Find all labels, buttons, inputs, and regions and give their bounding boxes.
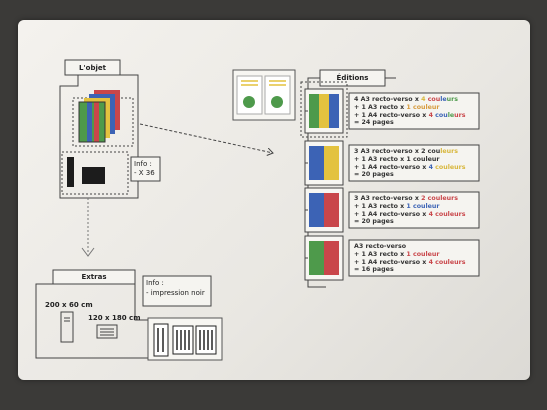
edition-description-line: = 20 pages [354, 218, 394, 225]
edition-text-segment: 1 couleur [406, 103, 440, 111]
edition-description-box [348, 191, 480, 229]
edition-text-segment: 3 A3 recto-verso x 2 cou [354, 148, 441, 155]
edition-text-segment: 4 [428, 111, 433, 119]
edition-description-line: + 1 A3 recto x 1 couleur [354, 203, 440, 210]
objet-info-line-1: Info : [134, 160, 152, 168]
objet-title-box [64, 59, 121, 76]
edition-description-line: = 16 pages [354, 266, 394, 273]
edition-description-line: 4 A3 recto-verso x 4 couleurs [354, 96, 458, 103]
extras-title-box [52, 269, 136, 285]
objet-part-block [82, 167, 105, 184]
edition-text-segment: A3 recto-verso [354, 243, 407, 250]
objet-info-box [130, 156, 161, 182]
edition-cover-stripe [324, 193, 339, 227]
edition-description-box [348, 92, 480, 130]
edition-cover-stripe [309, 241, 324, 275]
editions-title: Éditions [336, 74, 369, 82]
edition-text-segment: 4 A3 recto-verso x [354, 96, 422, 103]
edition-cover-stripe [319, 94, 329, 128]
edition-text-segment: + 1 A3 recto x [354, 103, 407, 111]
edition-description-box [348, 144, 480, 182]
edition-description-line: + 1 A4 recto-verso x 4 couleurs [354, 164, 465, 171]
edition-text-segment: 3 A3 recto-verso x [354, 195, 422, 202]
edition-description-box [348, 239, 480, 277]
edition-text-segment: 4 [428, 163, 433, 171]
edition-text-segment: + 1 A4 recto-verso x [354, 258, 429, 266]
edition-text-segment: couleurs [435, 163, 466, 171]
edition-cover-stripe [324, 241, 339, 275]
edition-text-segment: urs [446, 96, 459, 103]
edition-text-segment: + 1 A3 recto x [354, 250, 407, 258]
edition-text-segment: urs [454, 111, 466, 119]
edition-description-line: = 20 pages [354, 171, 394, 178]
editions-preview-image [236, 75, 291, 115]
edition-description-line: + 1 A3 recto x 1 couleur [354, 104, 440, 111]
edition-text-segment: 2 couleurs [421, 195, 458, 202]
edition-text-segment: cou [435, 111, 448, 119]
editions-selection [300, 81, 348, 138]
edition-text-segment: = 20 pages [354, 218, 394, 226]
edition-text-segment: + 1 A3 recto x 1 couleur [354, 155, 440, 163]
extras-info-line-2: - impression noir [146, 289, 205, 297]
objet-info-line-2: - X 36 [134, 169, 155, 177]
extras-title: Extras [81, 273, 107, 281]
objet-to-editions-arrow [139, 123, 273, 153]
edition-text-segment: + 1 A4 recto-verso x [354, 210, 429, 218]
edition-description-line: A3 recto-verso [354, 243, 406, 250]
edition-cover-stripe [324, 146, 339, 180]
objet-part-strip [67, 157, 74, 187]
objet-to-extras-arrowhead [81, 247, 95, 257]
edition-text-segment: + 1 A4 recto-verso x [354, 111, 429, 119]
edition-text-segment: le [447, 111, 455, 119]
edition-text-segment: 1 couleur [406, 202, 440, 210]
poster-dimension: 200 x 60 cm [45, 301, 93, 309]
edition-text-segment: cou [427, 96, 441, 103]
edition-text-segment: + 1 A4 recto-verso x [354, 163, 429, 171]
edition-text-segment: = 24 pages [354, 119, 394, 127]
edition-description-line: + 1 A4 recto-verso x 4 couleurs [354, 112, 465, 119]
banner-icon [96, 324, 118, 339]
objet-title: L'objet [79, 64, 106, 72]
edition-description-line: + 1 A4 recto-verso x 4 couleurs [354, 259, 465, 266]
edition-text-segment: 4 couleurs [428, 210, 466, 218]
edition-description-line: + 1 A4 recto-verso x 4 couleurs [354, 211, 465, 218]
extras-info-box [142, 275, 212, 307]
edition-text-segment: 1 couleur [406, 250, 440, 258]
edition-text-segment: = 20 pages [354, 171, 394, 179]
extras-info-line-1: Info : [146, 279, 164, 287]
diagram-canvas [35, 59, 480, 361]
edition-cover-stripe [309, 94, 319, 128]
poster-icon [60, 311, 74, 343]
diagram-sheet: L'objet Info : - X 36 Extras Info : - im… [18, 20, 530, 380]
objet-frame [59, 74, 139, 199]
extras-stands-image [153, 323, 217, 357]
edition-text-segment: le [440, 96, 447, 103]
books-stack-image [78, 90, 120, 143]
edition-text-segment: = 16 pages [354, 266, 394, 274]
edition-description-line: = 24 pages [354, 119, 394, 126]
edition-cover-stripe [309, 193, 324, 227]
edition-description-line: 3 A3 recto-verso x 2 couleurs [354, 195, 458, 202]
objet-parts-selection [61, 151, 129, 195]
edition-description-line: + 1 A3 recto x 1 couleur [354, 156, 440, 163]
edition-text-segment: + 1 A3 recto x [354, 202, 407, 210]
edition-description-line: + 1 A3 recto x 1 couleur [354, 251, 440, 258]
edition-text-segment: leurs [440, 148, 458, 155]
edition-cover-stripe [329, 94, 339, 128]
edition-cover-stripe [309, 146, 324, 180]
edition-text-segment: 4 couleurs [428, 258, 466, 266]
banner-dimension: 120 x 180 cm [88, 314, 141, 322]
edition-description-line: 3 A3 recto-verso x 2 couleurs [354, 148, 458, 155]
edition-text-segment: 4 [421, 96, 426, 103]
